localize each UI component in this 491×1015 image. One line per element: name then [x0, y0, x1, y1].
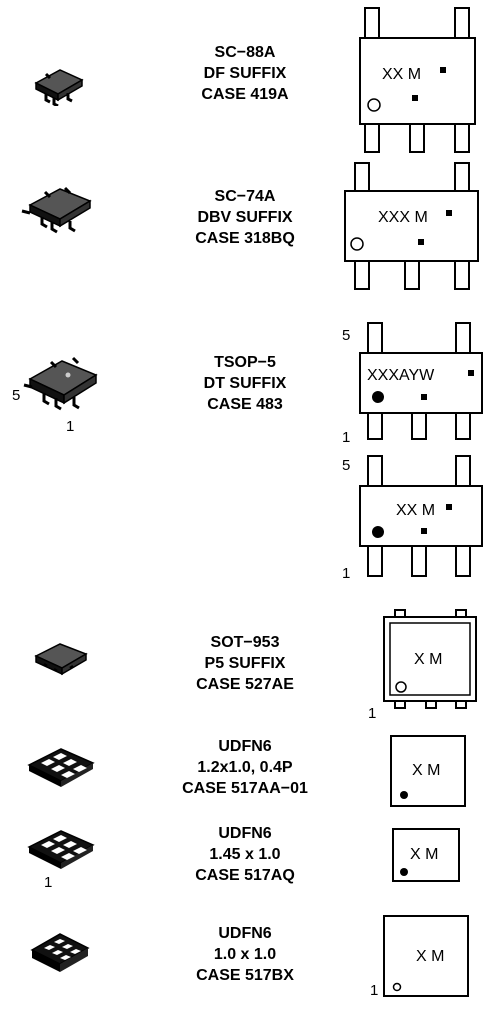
- package-name: SC−74A: [214, 188, 276, 205]
- size: 1.0 x 1.0: [213, 946, 277, 963]
- suffix: DBV SUFFIX: [197, 209, 293, 226]
- pin5-label: 5: [342, 457, 350, 474]
- size: 1.2x1.0, 0.4P: [197, 759, 293, 776]
- case-number: CASE 483: [207, 396, 283, 413]
- case-number: CASE 517BX: [196, 967, 294, 984]
- sc74a-package-icon: [21, 186, 92, 234]
- package-name: UDFN6: [218, 738, 272, 755]
- marking-code: XXX M: [378, 209, 428, 226]
- case-number: CASE 517AA−01: [182, 780, 308, 797]
- icon-pin1-label: 1: [44, 874, 52, 889]
- marking-code: XX M: [396, 502, 435, 519]
- pin1-label: 1: [370, 982, 378, 999]
- udfn6-517aa-label: UDFN6 1.2x1.0, 0.4P CASE 517AA−01: [155, 736, 335, 799]
- suffix: DF SUFFIX: [203, 65, 287, 82]
- pin1-indicator: [367, 98, 381, 112]
- pin1-indicator: [400, 791, 408, 799]
- pin1-label: 1: [368, 705, 376, 722]
- case-number: CASE 527AE: [196, 676, 294, 693]
- pin1-indicator: [350, 237, 364, 251]
- sc88a-label: SC−88A DF SUFFIX CASE 419A: [155, 42, 335, 105]
- pin1-label: 1: [342, 429, 350, 446]
- udfn6-517bx-marking-diagram: 1 X M: [370, 915, 469, 999]
- marking-code: X M: [412, 762, 440, 779]
- case-number: CASE 517AQ: [195, 867, 295, 884]
- sot953-package-icon: [34, 643, 88, 676]
- pin1-indicator: [372, 391, 384, 403]
- marking-code: XX M: [382, 66, 421, 83]
- sot953-label: SOT−953 P5 SUFFIX CASE 527AE: [155, 632, 335, 695]
- pin1-indicator: [395, 681, 407, 693]
- sc74a-label: SC−74A DBV SUFFIX CASE 318BQ: [155, 186, 335, 249]
- marking-code: X M: [410, 846, 438, 863]
- package-name: UDFN6: [218, 825, 272, 842]
- icon-pin1-label: 1: [66, 418, 74, 433]
- tsop5-alt-marking-diagram: 5 1 XX M: [342, 455, 483, 582]
- sc88a-package-icon: [34, 69, 84, 106]
- udfn6-517aa-package-icon: [27, 748, 95, 787]
- case-number: CASE 318BQ: [195, 230, 295, 247]
- tsop5-marking-diagram: 5 1 XXXAYW: [342, 322, 483, 446]
- package-name: SC−88A: [214, 44, 276, 61]
- pin1-indicator: [372, 526, 384, 538]
- udfn6-517aa-marking-diagram: X M: [390, 735, 466, 807]
- pin5-label: 5: [342, 327, 350, 344]
- marking-code: X M: [416, 948, 444, 965]
- sot953-marking-diagram: 1 X M: [368, 609, 477, 722]
- package-name: SOT−953: [210, 634, 280, 651]
- udfn6-517aq-package-icon: 1: [27, 830, 95, 889]
- pin1-indicator: [400, 868, 408, 876]
- udfn6-517bx-label: UDFN6 1.0 x 1.0 CASE 517BX: [155, 923, 335, 986]
- tsop5-label: TSOP−5 DT SUFFIX CASE 483: [155, 352, 335, 415]
- sc88a-marking-diagram: XX M: [359, 7, 476, 153]
- udfn6-517aq-marking-diagram: X M: [392, 828, 460, 882]
- marking-code: XXXAYW: [367, 367, 435, 384]
- package-name: TSOP−5: [214, 354, 276, 371]
- tsop5-package-icon: 5 1: [12, 356, 98, 433]
- suffix: DT SUFFIX: [203, 375, 287, 392]
- case-number: CASE 419A: [201, 86, 289, 103]
- suffix: P5 SUFFIX: [204, 655, 286, 672]
- pin1-label: 1: [342, 565, 350, 582]
- pin1-indicator: [392, 982, 402, 992]
- marking-code: X M: [414, 651, 442, 668]
- icon-pin5-label: 5: [12, 387, 20, 404]
- sc74a-marking-diagram: XXX M: [344, 162, 479, 290]
- package-name: UDFN6: [218, 925, 272, 942]
- udfn6-517aq-label: UDFN6 1.45 x 1.0 CASE 517AQ: [155, 823, 335, 886]
- size: 1.45 x 1.0: [209, 846, 281, 863]
- udfn6-517bx-package-icon: [30, 933, 90, 972]
